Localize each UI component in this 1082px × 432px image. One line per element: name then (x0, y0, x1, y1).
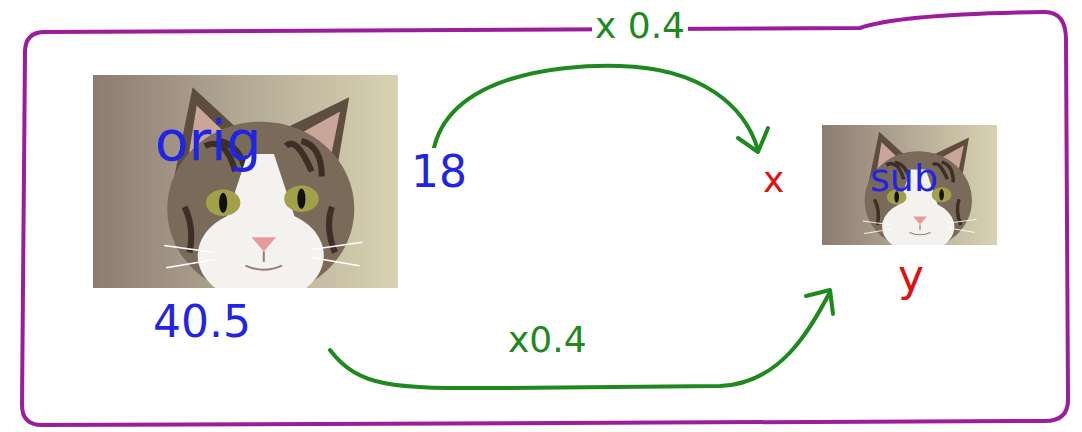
scale-label: x 0.4 (592, 6, 688, 46)
photo-node-small: sub (822, 125, 997, 245)
value-label: 40.5 (150, 298, 254, 346)
arrow-head (738, 128, 768, 152)
unknown-label-box: x (760, 160, 787, 200)
frame-outline (22, 12, 1068, 425)
value-label-box: 18 (408, 148, 470, 196)
handwritten-note: orig (155, 113, 398, 171)
value-label: 18 (408, 148, 470, 196)
unknown-label-box: y (895, 252, 927, 300)
scale-arrow (432, 66, 758, 160)
value-label-box: 40.5 (150, 298, 254, 346)
scale-arrow (330, 292, 830, 388)
handwritten-note: sub (870, 159, 997, 199)
scale-label-box: x 0.4 (592, 6, 688, 46)
unknown-label: x (760, 160, 787, 200)
cat-photo (93, 75, 398, 302)
photo-node: orig (93, 75, 398, 288)
cat-photo-small (822, 125, 997, 253)
scale-label: x0.4 (505, 320, 590, 360)
unknown-label: y (895, 252, 927, 300)
arrow-head (806, 290, 833, 314)
scale-label-box: x0.4 (505, 320, 590, 360)
